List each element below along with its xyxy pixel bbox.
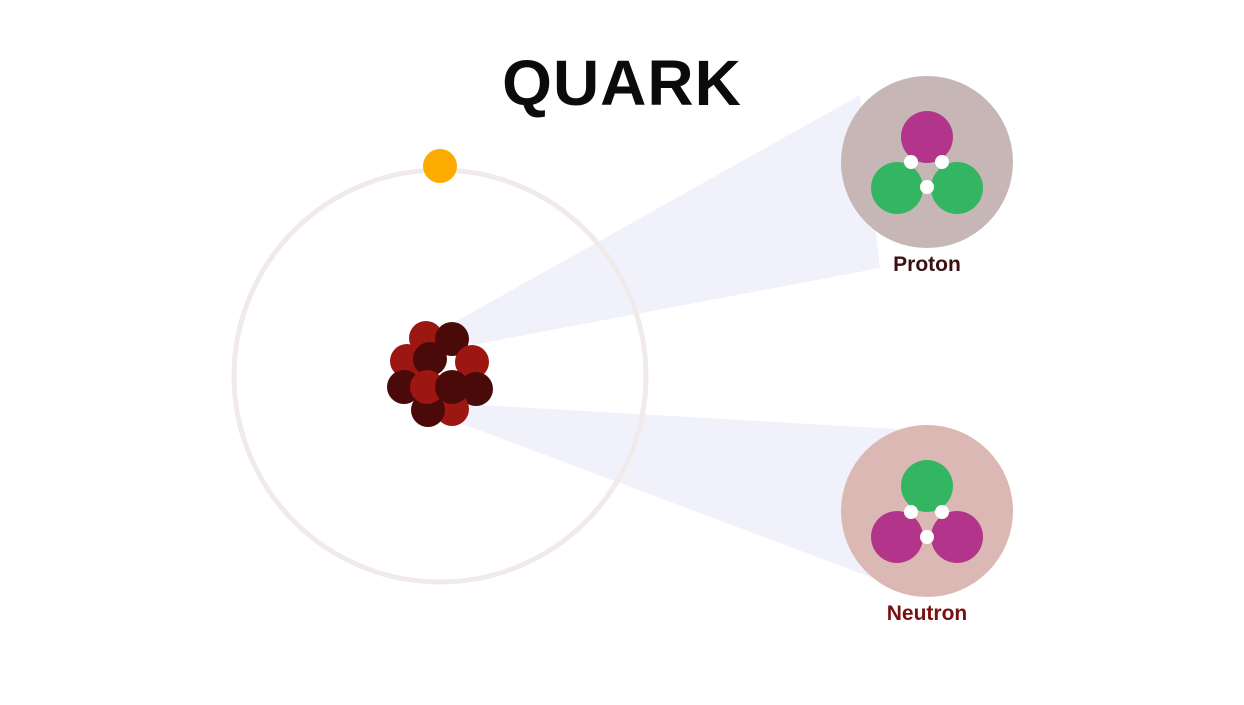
neutron-zoom: [841, 425, 1013, 597]
electron-icon: [423, 149, 457, 183]
proton-label: Proton: [893, 253, 961, 276]
down-quark-icon: [871, 162, 923, 214]
gluon-icon: [904, 505, 918, 519]
gluon-icon: [904, 155, 918, 169]
gluon-icon: [920, 180, 934, 194]
nucleus-icon: [387, 321, 493, 427]
gluon-icon: [920, 530, 934, 544]
page-title: QUARK: [502, 47, 742, 119]
up-quark-icon: [871, 511, 923, 563]
down-quark-icon: [901, 460, 953, 512]
neutron-label: Neutron: [886, 602, 968, 625]
proton-zoom: [841, 76, 1013, 248]
nucleon-proton: [455, 345, 489, 379]
nucleon-neutron: [435, 370, 469, 404]
nucleon-neutron: [435, 322, 469, 356]
up-quark-icon: [931, 511, 983, 563]
up-quark-icon: [901, 111, 953, 163]
nucleon-neutron: [413, 342, 447, 376]
nucleon-proton: [410, 370, 444, 404]
gluon-icon: [935, 505, 949, 519]
down-quark-icon: [931, 162, 983, 214]
proton-zoom-beam: [455, 95, 880, 345]
gluon-icon: [935, 155, 949, 169]
neutron-zoom-beam: [452, 404, 915, 590]
